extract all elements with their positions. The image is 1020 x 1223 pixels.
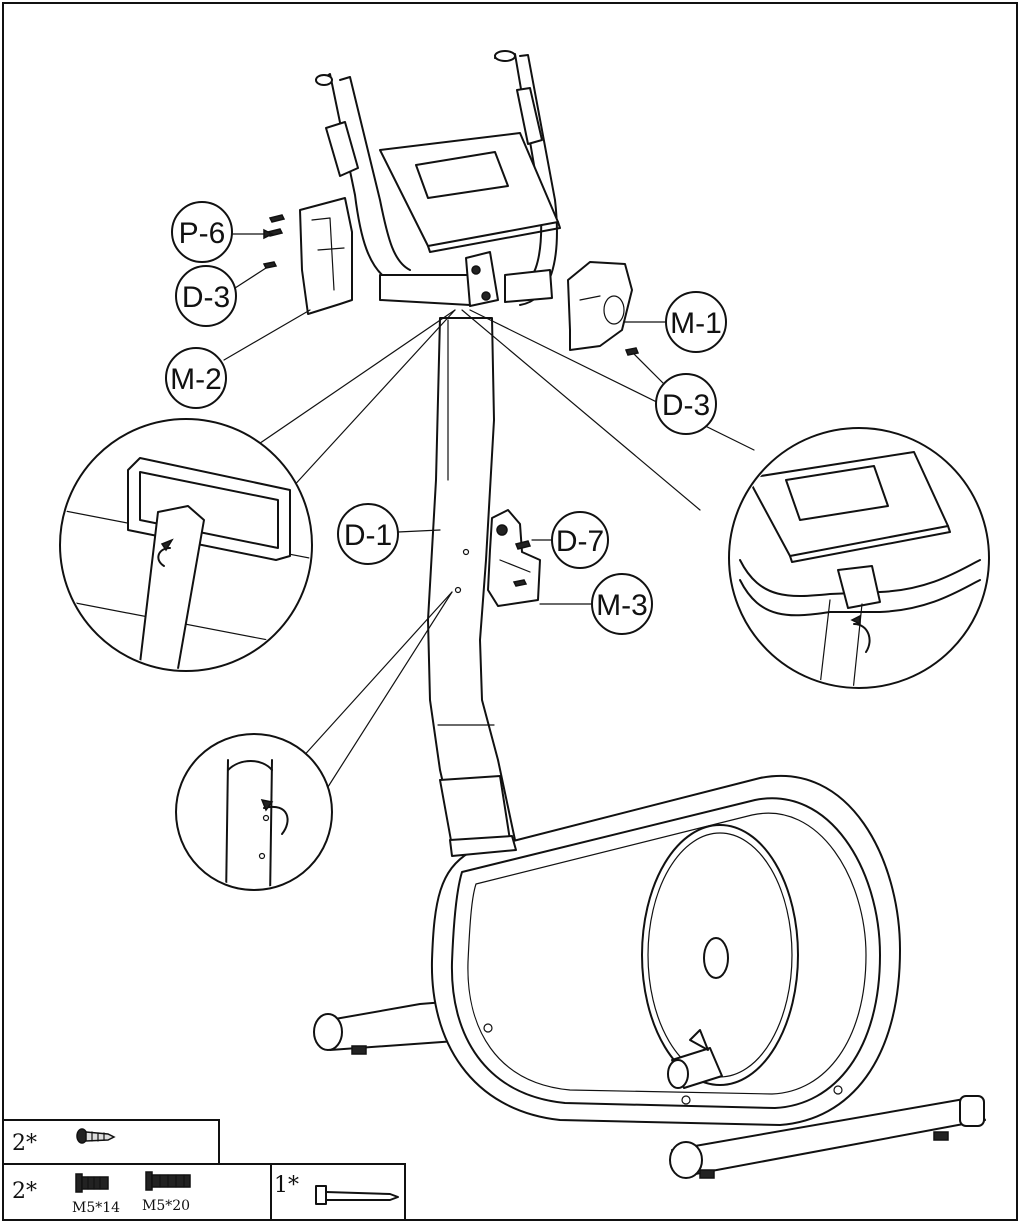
callout-d1: D-1 bbox=[337, 503, 441, 565]
upright-post bbox=[427, 317, 517, 857]
label-p6: P-6 bbox=[179, 217, 226, 250]
callout-m3: M-3 bbox=[539, 573, 653, 635]
front-stabilizer bbox=[669, 1095, 986, 1179]
handlebar bbox=[315, 50, 558, 306]
label-m2: M-2 bbox=[170, 363, 222, 396]
label-d7: D-7 bbox=[556, 525, 604, 558]
cover-m1 bbox=[567, 261, 633, 351]
bolt-b-icon bbox=[145, 1171, 191, 1191]
detail-circle-right bbox=[728, 427, 990, 689]
label-d3-right: D-3 bbox=[662, 389, 710, 422]
callout-d7: D-7 bbox=[531, 511, 609, 569]
cover-m3 bbox=[487, 509, 541, 607]
callout-d3-right: D-3 bbox=[633, 353, 717, 435]
hw-row2-qty: 2* bbox=[12, 1179, 37, 1204]
callout-p6: P-6 bbox=[171, 201, 274, 263]
callout-m2: M-2 bbox=[165, 309, 311, 409]
label-d3-left: D-3 bbox=[182, 281, 230, 314]
console-bracket bbox=[465, 251, 499, 307]
detail-circle-left bbox=[59, 418, 313, 672]
detail-circle-bottom bbox=[175, 733, 333, 891]
screw-icon bbox=[76, 1128, 116, 1144]
hw-row1-qty: 2* bbox=[12, 1131, 37, 1156]
hw-bolt-b: M5*20 bbox=[142, 1198, 190, 1214]
hex-key-icon bbox=[315, 1185, 399, 1205]
callout-d3-left: D-3 bbox=[175, 265, 267, 327]
cover-m2 bbox=[299, 197, 353, 315]
hardware-table: 2* 2* M5*14 M5*20 1* bbox=[2, 1119, 406, 1221]
console bbox=[379, 132, 561, 253]
label-m1: M-1 bbox=[670, 307, 722, 340]
flywheel-housing bbox=[430, 775, 901, 1126]
hw-bolt-a: M5*14 bbox=[72, 1200, 120, 1216]
hw-tool-qty: 1* bbox=[274, 1173, 299, 1198]
label-m3: M-3 bbox=[596, 589, 648, 622]
crank-hub bbox=[667, 1029, 723, 1089]
label-d1: D-1 bbox=[344, 519, 392, 552]
bolt-a-icon bbox=[75, 1173, 109, 1193]
callout-m1: M-1 bbox=[623, 291, 727, 353]
